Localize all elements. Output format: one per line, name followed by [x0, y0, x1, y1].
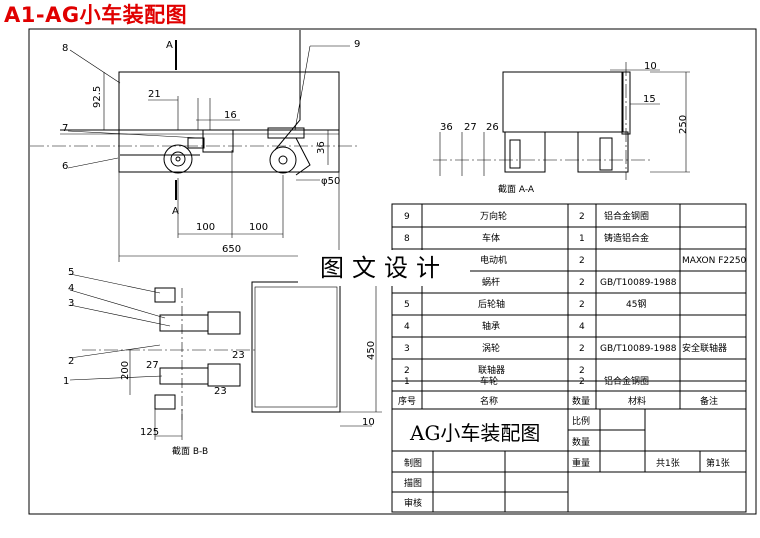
dim-16: 16: [224, 110, 237, 121]
part-label-8: 8: [62, 43, 68, 54]
main-view: A A 8 9 7 6 21 92.5 16 36 φ50 100 100: [30, 30, 360, 262]
section-bb-caption: 截面 B-B: [172, 445, 208, 457]
caster-wheel: [269, 146, 297, 174]
dim-650: 650: [222, 244, 241, 255]
bom-header-material: 材料: [628, 395, 646, 407]
dim-92-5: 92.5: [92, 86, 103, 108]
drawing-border: [28, 28, 757, 515]
part-label-5: 5: [68, 267, 74, 278]
bom-name: 联轴器: [478, 364, 505, 376]
part-label-3: 3: [68, 298, 74, 309]
bom-material: 45钢: [626, 298, 646, 310]
bom-header-name: 名称: [480, 395, 498, 407]
section-aa-caption: 截面 A-A: [498, 183, 535, 195]
watermark-text: 图文设计: [298, 250, 470, 286]
bom-remark: 安全联轴器: [682, 342, 727, 354]
dim-36-aa: 36: [440, 122, 453, 133]
bom-qty: 1: [579, 234, 585, 244]
bom-no: 9: [404, 212, 410, 222]
section-bb-body: [251, 281, 341, 413]
bom-qty: 2: [579, 300, 585, 310]
dim-15-aa: 15: [643, 94, 656, 105]
bom-material: 铝合金钢圈: [604, 210, 649, 222]
bom-name: 电动机: [480, 254, 507, 266]
bom-qty: 2: [579, 344, 585, 354]
dim-27-aa: 27: [464, 122, 477, 133]
bom-qty: 4: [579, 322, 585, 332]
bom-qty: 2: [579, 377, 585, 387]
bom-qty: 2: [579, 256, 585, 266]
bom-material: 铝合金钢圈: [604, 375, 649, 387]
sheet-number: 第1张: [706, 457, 730, 469]
dim-23-upper: 23: [232, 350, 245, 361]
bom-table: 9 万向轮 2 铝合金钢圈 8 车体 1 铸造铝合金 7 电动机 2 MAXON…: [391, 203, 747, 410]
bom-header-remark: 备注: [700, 395, 718, 407]
dim-125: 125: [140, 427, 159, 438]
part-label-7: 7: [62, 123, 68, 134]
dim-10-aa: 10: [644, 61, 657, 72]
dim-200: 200: [120, 361, 131, 380]
part-label-4: 4: [68, 283, 74, 294]
drawn-by-label: 制图: [404, 457, 422, 469]
bom-remark: MAXON F2250: [682, 256, 747, 266]
bom-name: 涡轮: [482, 342, 500, 354]
part-label-9: 9: [354, 39, 360, 50]
bom-no: 8: [404, 234, 410, 244]
bom-qty: 2: [579, 366, 585, 376]
part-label-6: 6: [62, 161, 68, 172]
bom-qty: 2: [579, 278, 585, 288]
bom-no: 3: [404, 344, 410, 354]
bom-name: 后轮轴: [478, 298, 505, 310]
drawing-title: AG小车装配图: [409, 421, 540, 445]
dim-10-bb: 10: [362, 417, 375, 428]
dim-450: 450: [366, 341, 377, 360]
section-aa: 10 15 250 36 27 26 截面 A-A: [433, 61, 690, 195]
quantity-label: 数量: [572, 436, 590, 448]
bom-qty: 2: [579, 212, 585, 222]
drawing-heading: A1-AG小车装配图: [4, 3, 188, 27]
motor-block: [202, 129, 234, 153]
dim-100-left: 100: [196, 222, 215, 233]
section-mark-a-top: A: [166, 40, 173, 51]
bom-name: 车体: [482, 232, 500, 244]
checked-by-label: 审核: [404, 497, 422, 509]
dim-100-right: 100: [249, 222, 268, 233]
bom-no: 4: [404, 322, 410, 332]
bom-name: 轴承: [482, 320, 500, 332]
bom-header-qty: 数量: [572, 395, 590, 407]
traced-by-label: 描图: [404, 477, 422, 489]
dim-23-lower: 23: [214, 386, 227, 397]
title-block: AG小车装配图 比例 数量 重量 共1张 第1张 制图 描图 审核: [391, 408, 747, 513]
bom-material: 铸造铝合金: [604, 232, 649, 244]
bom-no: 5: [404, 300, 410, 310]
scale-label: 比例: [572, 415, 590, 427]
dim-250-aa: 250: [678, 115, 689, 134]
bom-no: 1: [404, 377, 410, 387]
bom-material: GB/T10089-1988: [600, 278, 677, 288]
dim-36: 36: [316, 141, 327, 154]
sheets-total: 共1张: [656, 458, 680, 469]
section-bb: 5 4 3 2 1 200 27 23 23 125 450 10 截面 B-B: [63, 267, 382, 457]
bom-name: 蜗杆: [482, 276, 500, 288]
car-body-outline: [118, 71, 340, 173]
dim-27-bb: 27: [146, 360, 159, 371]
weight-label: 重量: [572, 457, 590, 469]
bom-name: 车轮: [480, 375, 498, 387]
dim-26-aa: 26: [486, 122, 499, 133]
section-aa-body: [502, 71, 624, 133]
bom-no: 2: [404, 366, 410, 376]
bom-material: GB/T10089-1988: [600, 344, 677, 354]
section-mark-a-bottom: A: [172, 206, 179, 217]
part-label-2: 2: [68, 356, 74, 367]
dim-phi50: φ50: [321, 176, 340, 187]
rear-wheel: [163, 144, 193, 174]
bom-name: 万向轮: [480, 210, 507, 222]
part-label-1: 1: [63, 376, 69, 387]
bom-header-no: 序号: [398, 395, 416, 407]
dim-21: 21: [148, 89, 161, 100]
